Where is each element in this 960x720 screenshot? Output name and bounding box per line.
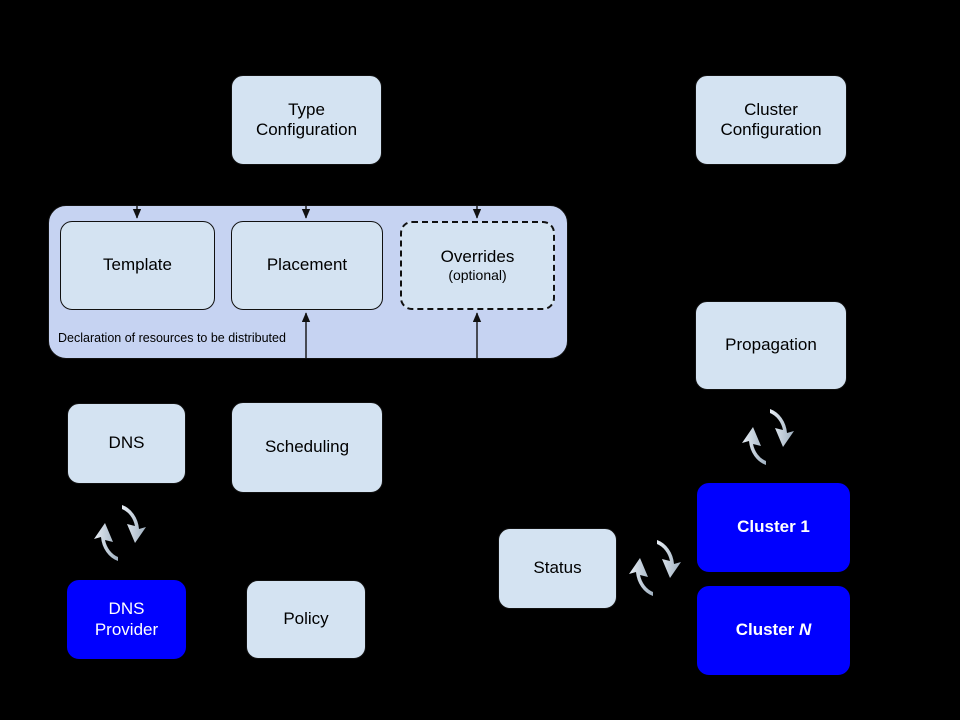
node-cluster-1-index: 1: [800, 517, 810, 537]
node-dns-provider-line2: Provider: [94, 619, 159, 639]
node-propagation-label: Propagation: [725, 335, 817, 355]
node-status[interactable]: Status: [498, 528, 617, 609]
node-dns[interactable]: DNS: [67, 403, 186, 484]
node-cluster-n[interactable]: Cluster N: [697, 586, 850, 675]
sync-icon-propagation: [742, 409, 794, 465]
node-dns-provider-line1: DNS: [108, 599, 145, 619]
node-cluster-configuration-line1: Cluster: [744, 99, 798, 119]
node-type-configuration-label: Type Configuration: [256, 100, 357, 140]
node-cluster-configuration-label: Cluster Configuration: [720, 100, 821, 140]
node-status-label: Status: [533, 558, 582, 578]
node-propagation[interactable]: Propagation: [695, 301, 847, 390]
node-type-configuration[interactable]: Type Configuration: [231, 75, 382, 165]
node-cluster-1-label: Cluster 1: [737, 517, 810, 537]
node-cluster-configuration[interactable]: Cluster Configuration: [695, 75, 847, 165]
sync-icon-dns: [94, 505, 146, 561]
node-cluster-1-prefix: Cluster: [737, 517, 801, 537]
node-scheduling-label: Scheduling: [264, 437, 350, 457]
node-placement[interactable]: Placement: [231, 221, 383, 310]
node-overrides[interactable]: Overrides (optional): [400, 221, 555, 310]
node-overrides-label: Overrides: [440, 247, 515, 267]
node-template[interactable]: Template: [60, 221, 215, 310]
node-dns-label: DNS: [108, 433, 145, 453]
sync-icon-status: [629, 540, 681, 596]
node-cluster-configuration-line2: Configuration: [720, 120, 822, 139]
node-cluster-n-index: N: [799, 620, 812, 640]
node-placement-label: Placement: [266, 255, 348, 275]
node-type-configuration-line2: Configuration: [255, 120, 358, 139]
group-caption: Declaration of resources to be distribut…: [58, 331, 286, 345]
node-type-configuration-line1: Type: [288, 99, 325, 119]
node-policy[interactable]: Policy: [246, 580, 366, 659]
node-cluster-1[interactable]: Cluster 1: [697, 483, 850, 572]
node-overrides-sublabel: (optional): [448, 267, 507, 284]
node-dns-provider[interactable]: DNS Provider: [67, 580, 186, 659]
node-cluster-n-prefix: Cluster: [735, 620, 799, 640]
node-template-label: Template: [103, 255, 172, 275]
node-policy-label: Policy: [283, 609, 329, 629]
node-dns-provider-label: DNS Provider: [95, 599, 158, 639]
node-scheduling[interactable]: Scheduling: [231, 402, 383, 493]
node-cluster-n-label: Cluster N: [736, 620, 812, 640]
